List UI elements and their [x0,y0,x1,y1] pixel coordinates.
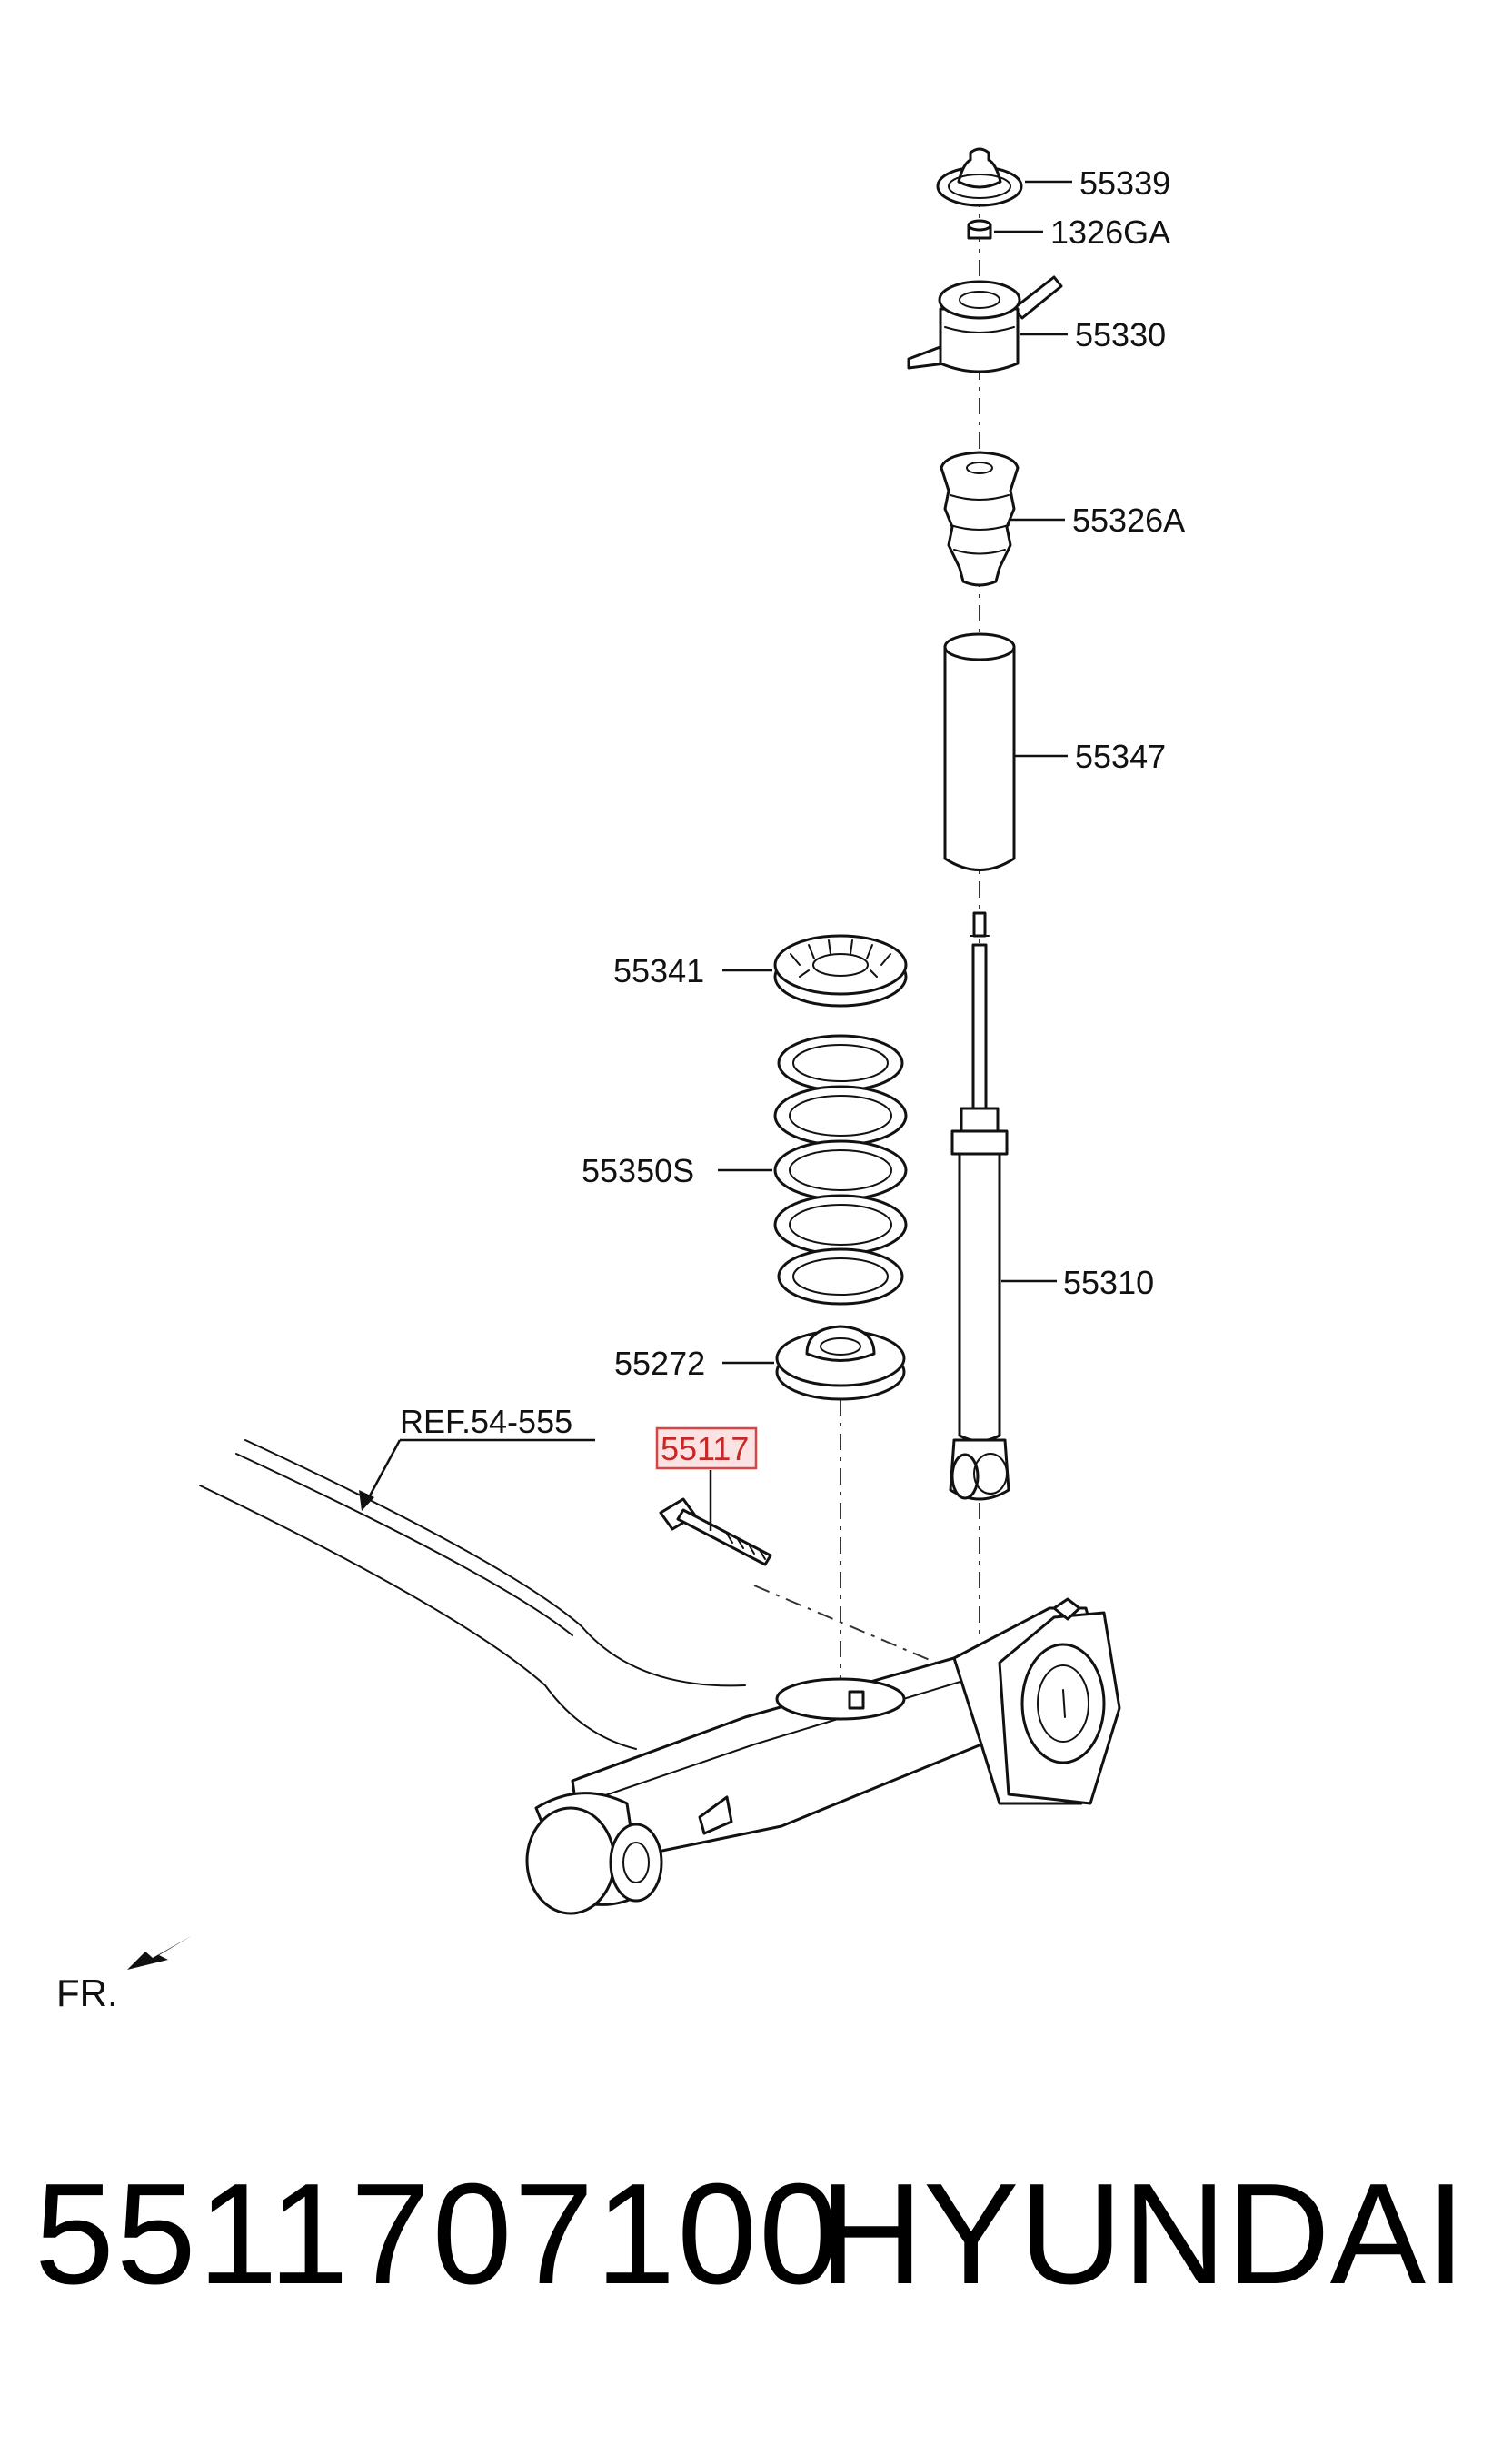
nut-1326ga [967,219,992,240]
dust-cover-55347 [943,632,1016,871]
coil-spring-55350s [773,1034,908,1306]
dust-cap-55339 [936,147,1023,207]
rear-axle-beam [199,1439,1121,1915]
callout-1326ga: 1326GA [1050,214,1170,251]
exploded-parts-diagram: 55339 1326GA 55330 55326A 55347 [56,147,1185,2014]
callout-55117: 55117 [661,1430,749,1467]
callout-55326a: 55326A [1072,502,1185,539]
shock-absorber-55310 [949,911,1010,1501]
callout-55330: 55330 [1075,316,1166,353]
highlight-box-55117 [655,1426,758,1470]
part-number: 5511707100 [35,2154,841,2314]
callout-55339: 55339 [1079,164,1170,202]
callout-55350s: 55350S [582,1152,694,1189]
ref-leader-arrow-shaft [366,1439,402,1500]
bolt-axis-line [753,1585,937,1664]
brand-name: HYUNDAI [819,2154,1466,2314]
bump-stopper-55326a [940,451,1020,587]
front-indicator: FR. [56,1972,118,2014]
callout-55310: 55310 [1063,1264,1154,1301]
footer: 5511707100 HYUNDAI [0,2162,1502,2362]
spring-pad-55341 [773,934,908,1008]
callout-55272: 55272 [614,1345,705,1382]
callout-55341: 55341 [613,952,704,989]
callout-ref: REF.54-555 [400,1403,572,1440]
upper-mount-55330 [907,275,1063,373]
bolt-55117 [659,1497,772,1566]
callout-55347: 55347 [1075,738,1166,775]
spring-pad-55272 [775,1325,906,1401]
ref-arrow-head [359,1490,374,1511]
front-arrow-icon [127,1935,193,1970]
